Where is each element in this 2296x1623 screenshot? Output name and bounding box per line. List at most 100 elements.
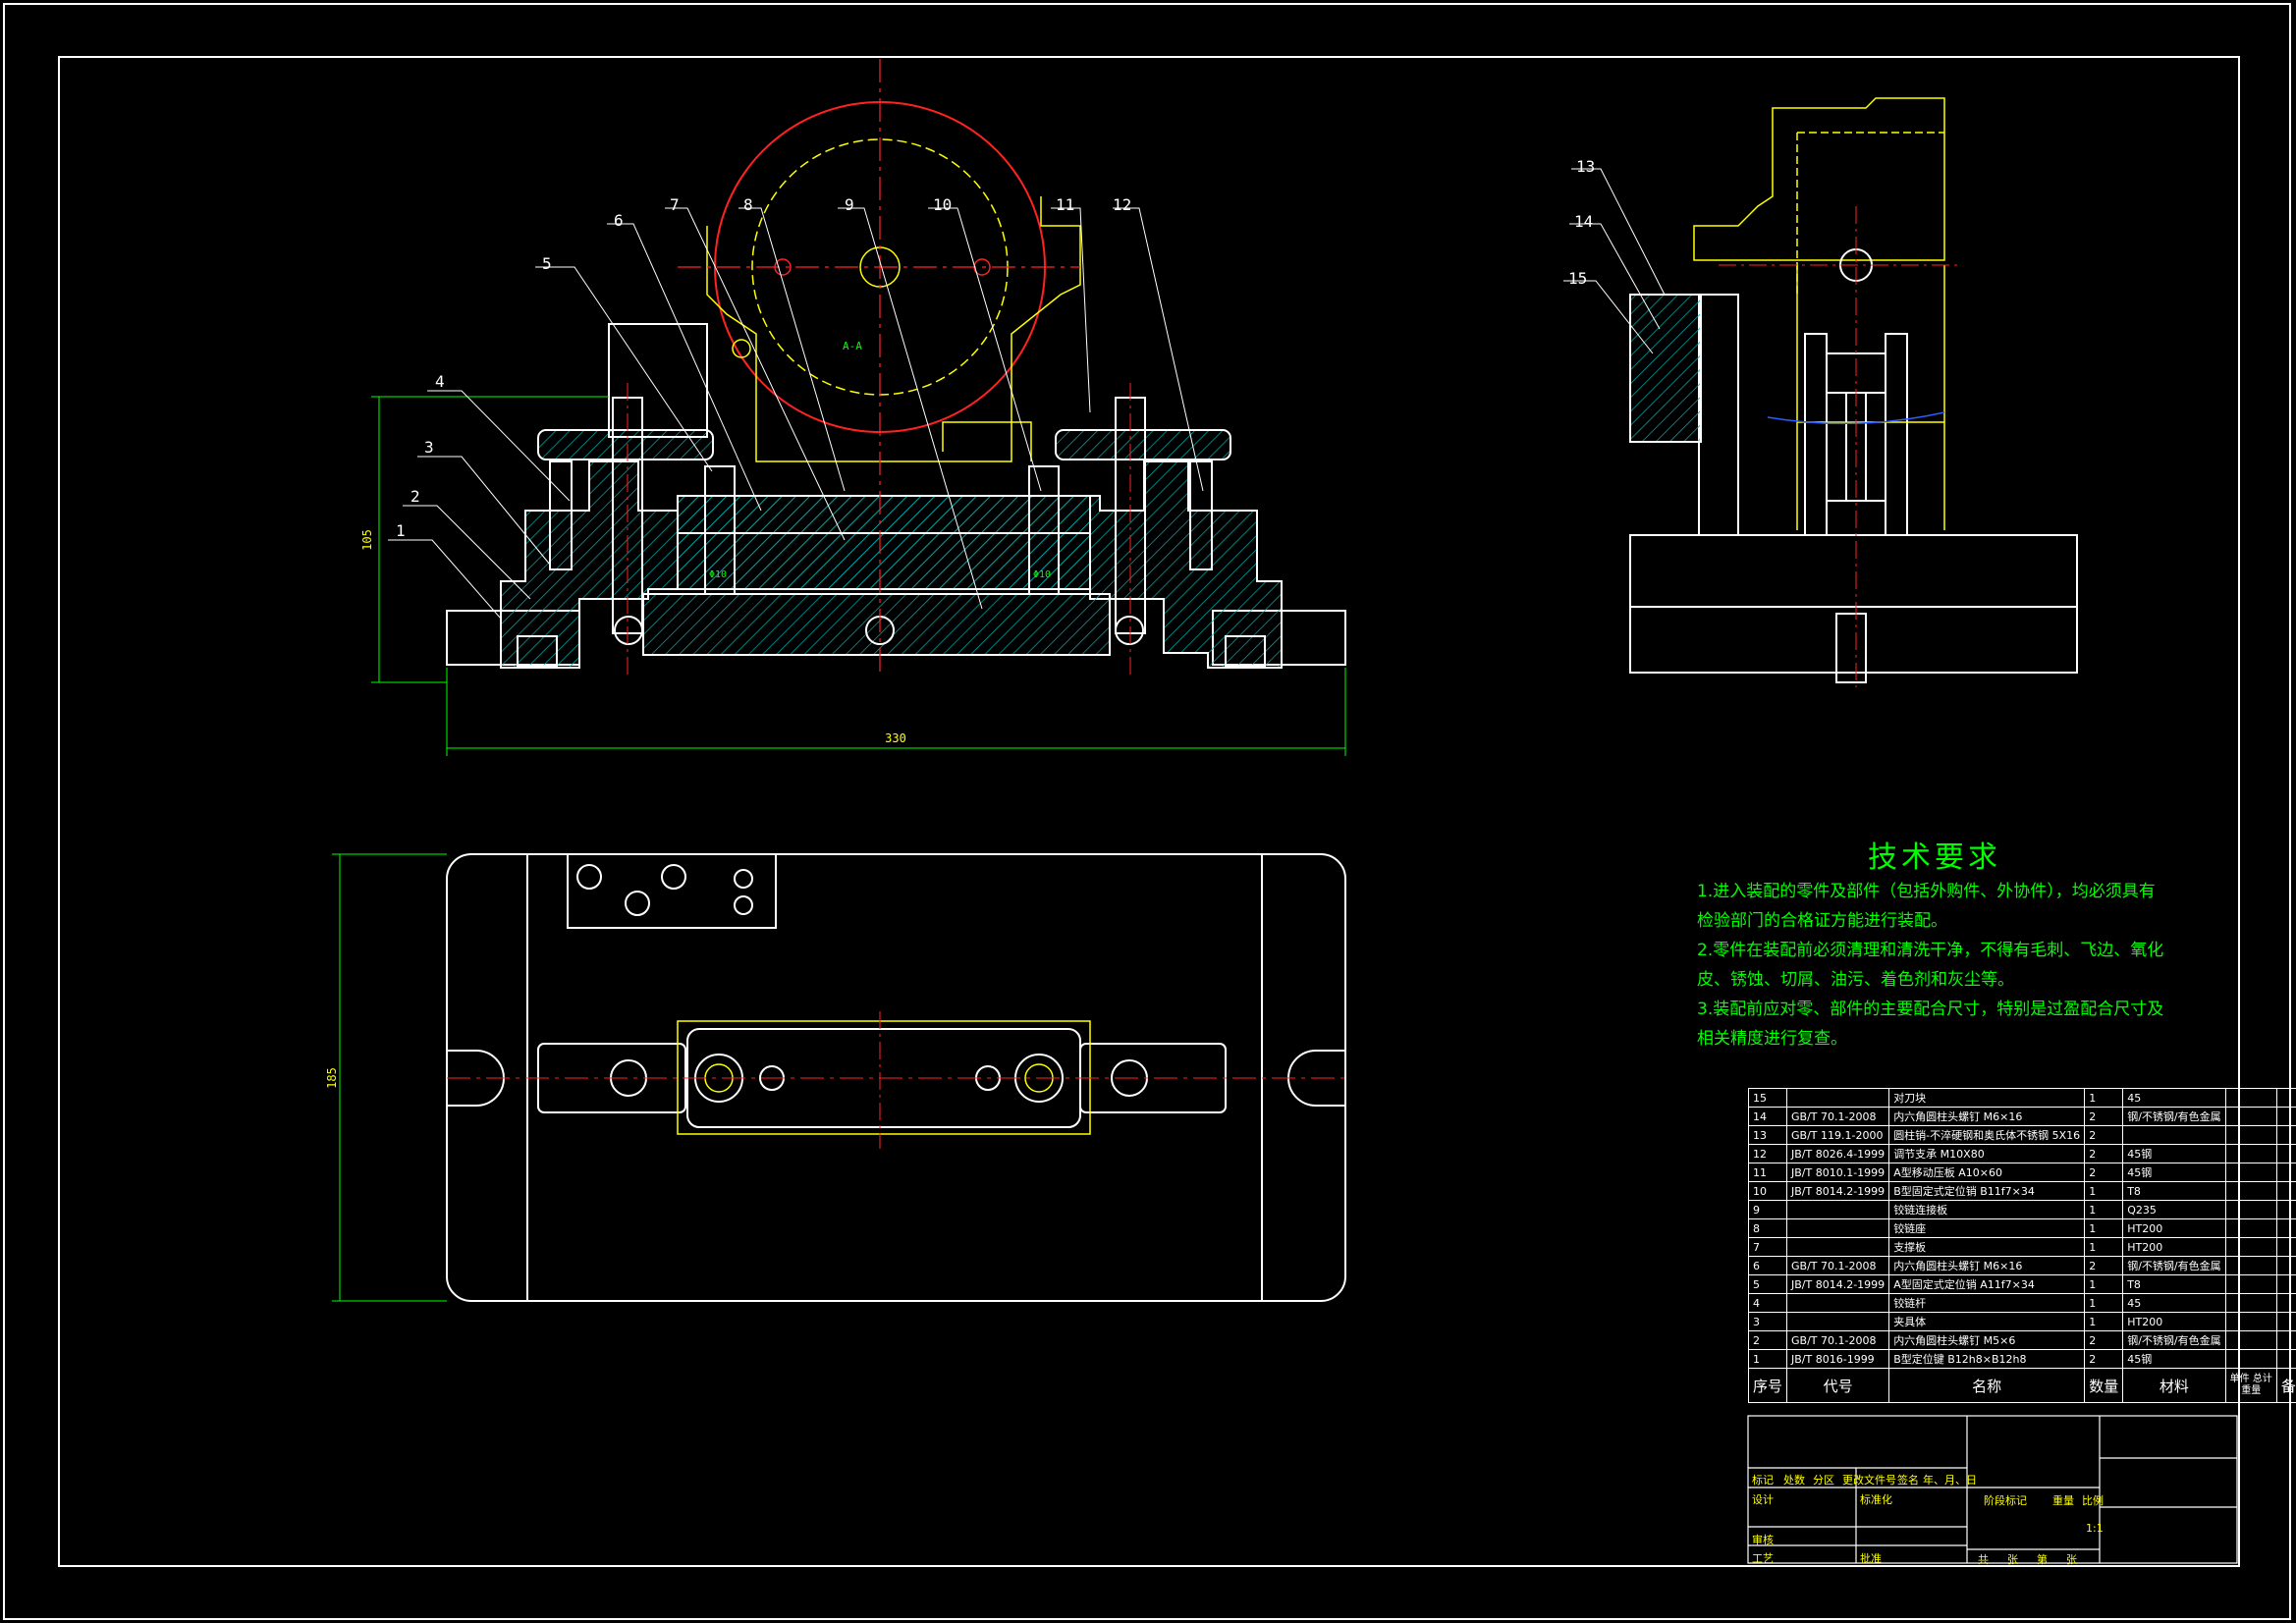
tb-stage-mark: 阶段标记: [1984, 1494, 2027, 1507]
title-block-grid: [1747, 1415, 2238, 1564]
bom-cell-w2: [2275, 1107, 2296, 1126]
bom-cell-w1: [2224, 1181, 2277, 1201]
bom-cell-qty: 2: [2084, 1256, 2124, 1275]
bom-cell-code: GB/T 70.1-2008: [1786, 1256, 1890, 1275]
hole-label-right: Φ10: [1033, 569, 1051, 580]
key-right: [1225, 635, 1266, 667]
bom-cell-no: 8: [1747, 1218, 1788, 1238]
bom-cell-qty: 2: [2084, 1125, 2124, 1145]
bom-cell-qty: 1: [2084, 1181, 2124, 1201]
callout-14: 14: [1574, 212, 1593, 231]
bom-cell-mat: 45钢: [2122, 1163, 2226, 1182]
tech-req-line-1: 1.进入装配的零件及部件（包括外购件、外协件），均必须具有检验部门的合格证方能进…: [1697, 882, 2156, 931]
bom-cell-w2: [2275, 1330, 2296, 1350]
side-upright-r: [1885, 333, 1908, 536]
support-top: [677, 495, 1091, 534]
bom-cell-w2: [2275, 1237, 2296, 1257]
bom-cell-mat: T8: [2122, 1274, 2226, 1294]
bom-cell-qty: 2: [2084, 1107, 2124, 1126]
bom-header-weight-label: 重量: [2241, 1385, 2262, 1396]
bom-cell-no: 5: [1747, 1274, 1788, 1294]
plan-workpiece: [677, 1020, 1091, 1135]
bom-cell-mat: 45: [2122, 1088, 2226, 1108]
bom-cell-mat: [2122, 1125, 2226, 1145]
callout-15: 15: [1568, 269, 1587, 288]
bom-cell-w1: [2224, 1293, 2277, 1313]
bom-cell-no: 4: [1747, 1293, 1788, 1313]
bom-cell-name: 铰链座: [1888, 1218, 2086, 1238]
bom-cell-w2: [2275, 1125, 2296, 1145]
bom-cell-w1: [2224, 1312, 2277, 1331]
outer-frame: [3, 3, 2291, 1620]
pin-left: [704, 465, 736, 595]
bom-header-total: 总计: [2252, 1374, 2272, 1384]
bom-header-qty: 数量: [2084, 1368, 2124, 1403]
bom-cell-no: 15: [1747, 1088, 1788, 1108]
bom-cell-qty: 1: [2084, 1274, 2124, 1294]
bom-cell-qty: 2: [2084, 1144, 2124, 1163]
bom-cell-name: 内六角圆柱头螺钉 M5×6: [1888, 1330, 2086, 1350]
tb-sheets-unit-1: 张: [2007, 1553, 2018, 1566]
bom-cell-no: 7: [1747, 1237, 1788, 1257]
bom-cell-name: A型固定式定位销 A11f7×34: [1888, 1274, 2086, 1294]
bom-cell-no: 11: [1747, 1163, 1788, 1182]
bom-cell-code: [1786, 1312, 1890, 1331]
bom-cell-code: [1786, 1088, 1890, 1108]
bom-cell-mat: T8: [2122, 1181, 2226, 1201]
bom-cell-code: GB/T 70.1-2008: [1786, 1330, 1890, 1350]
tb-scale-value: 1:1: [2086, 1522, 2104, 1535]
bom-cell-w1: [2224, 1237, 2277, 1257]
bom-cell-w2: [2275, 1181, 2296, 1201]
bom-cell-no: 9: [1747, 1200, 1788, 1219]
bom-cell-w2: [2275, 1144, 2296, 1163]
tech-req-line-2: 2.零件在装配前必须清理和清洗干净，不得有毛刺、飞边、氧化皮、锈蚀、切屑、油污、…: [1697, 941, 2164, 990]
bom-cell-w1: [2224, 1200, 2277, 1219]
plan-hinge-hole-1: [576, 864, 602, 890]
bom-cell-qty: 2: [2084, 1163, 2124, 1182]
tb-weight: 重量: [2052, 1494, 2074, 1507]
tb-approve: 批准: [1860, 1552, 1882, 1565]
tb-design: 设计: [1752, 1493, 1774, 1506]
tb-process: 工艺: [1752, 1552, 1774, 1565]
bottom-plate: [642, 593, 1111, 656]
tb-sheets-total: 共: [1978, 1553, 1989, 1566]
bom-cell-mat: 45钢: [2122, 1144, 2226, 1163]
bom-cell-mat: HT200: [2122, 1218, 2226, 1238]
bom-cell-w1: [2224, 1107, 2277, 1126]
side-base: [1629, 534, 2078, 674]
dim-height-text: 105: [360, 529, 374, 551]
side-upright-l: [1804, 333, 1828, 536]
callout-7: 7: [670, 195, 680, 214]
bom-cell-w2: [2275, 1312, 2296, 1331]
bom-cell-name: 铰链连接板: [1888, 1200, 2086, 1219]
callout-2: 2: [410, 487, 420, 506]
bom-cell-mat: 45钢: [2122, 1349, 2226, 1369]
bom-cell-code: JB/T 8016-1999: [1786, 1349, 1890, 1369]
bom-cell-name: 内六角圆柱头螺钉 M6×16: [1888, 1256, 2086, 1275]
hole-label-left: Φ10: [709, 569, 727, 580]
bom-cell-w1: [2224, 1218, 2277, 1238]
callout-8: 8: [743, 195, 753, 214]
bom-cell-w2: [2275, 1274, 2296, 1294]
plan-hinge-hole-2: [661, 864, 686, 890]
bom-cell-no: 14: [1747, 1107, 1788, 1126]
dim-width-text: 330: [885, 731, 906, 745]
plan-hinge-hole-3: [625, 891, 650, 916]
pivot-left: [614, 616, 643, 645]
front-view: 330 105 A-A Φ10 Φ10 1 2 3 4 5 6 7 8: [360, 59, 1346, 756]
bom-cell-name: B型固定式定位销 B11f7×34: [1888, 1181, 2086, 1201]
bom-cell-code: [1786, 1218, 1890, 1238]
bom-cell-code: GB/T 70.1-2008: [1786, 1107, 1890, 1126]
bom-cell-w1: [2224, 1088, 2277, 1108]
bom-cell-mat: 钢/不锈钢/有色金属: [2122, 1256, 2226, 1275]
work-hole-small: [732, 339, 751, 358]
bom-cell-mat: HT200: [2122, 1312, 2226, 1331]
bom-cell-name: 内六角圆柱头螺钉 M6×16: [1888, 1107, 2086, 1126]
